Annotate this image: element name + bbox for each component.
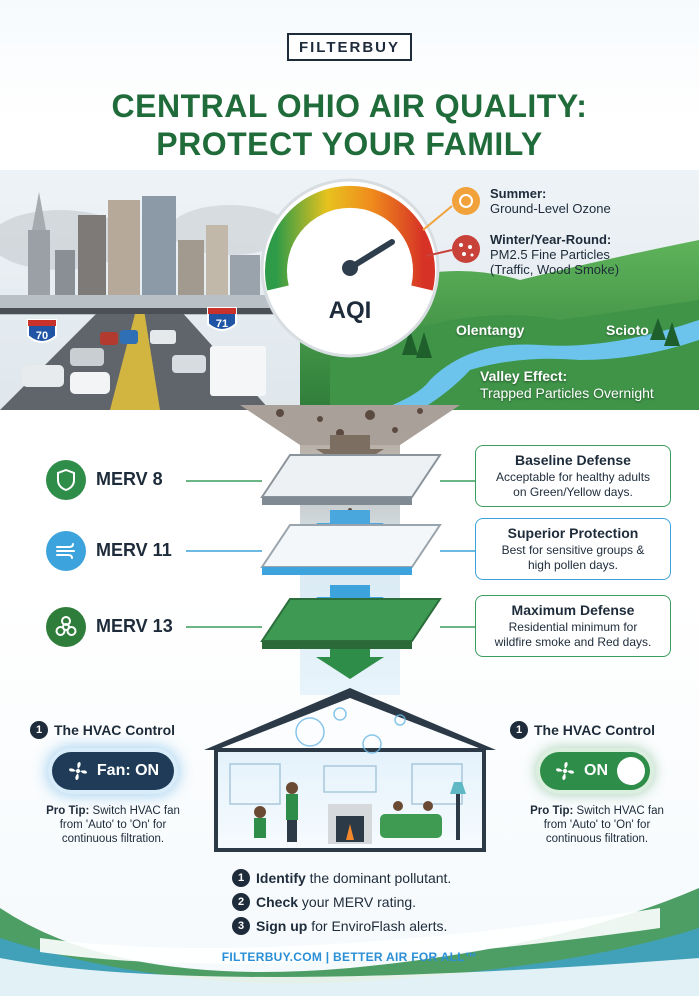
merv13-info-box: Maximum Defense Residential minimum for …	[475, 595, 671, 657]
fan-icon	[68, 762, 87, 780]
step-2-bold: Check	[256, 894, 299, 910]
hvac-left-number: 1	[30, 721, 48, 739]
step-signup: 3 Sign up for EnviroFlash alerts.	[232, 917, 447, 935]
pro-tip-right-line2: from 'Auto' to 'On' for	[543, 819, 651, 831]
merv8-filter-panel	[260, 454, 442, 505]
merv8-info-box: Baseline Defense Acceptable for healthy …	[475, 445, 671, 507]
merv11-filter-panel	[260, 524, 442, 575]
city-scene: 70 71 AQI	[0, 170, 699, 410]
aqi-gauge: AQI	[260, 178, 440, 358]
pro-tip-left-line1: Switch HVAC fan	[89, 805, 180, 817]
fan-on-label: Fan: ON	[96, 762, 160, 779]
step-3-bold: Sign up	[256, 918, 308, 934]
step-1-bold: Identify	[256, 870, 306, 886]
river-olentangy: Olentangy	[456, 322, 525, 338]
house-illustration	[204, 688, 496, 852]
merv11-heading: Superior Protection	[507, 525, 639, 541]
winter-pollutant: Winter/Year-Round: PM2.5 Fine Particles …	[490, 232, 619, 277]
merv13-desc-line1: Residential minimum for	[508, 620, 638, 634]
sun-ozone-icon	[452, 187, 480, 215]
step-1-number: 1	[232, 869, 250, 887]
winter-title: Winter/Year-Round:	[490, 232, 612, 247]
step-3-text: for EnviroFlash alerts.	[307, 918, 448, 934]
fan-icon	[556, 762, 574, 780]
fan-toggle-switch[interactable]: ON	[540, 752, 650, 790]
pro-tip-left: Pro Tip: Switch HVAC fan from 'Auto' to …	[38, 804, 188, 846]
step-1-text: the dominant pollutant.	[305, 870, 452, 886]
footer-wave	[0, 888, 699, 996]
summer-desc: Ground-Level Ozone	[490, 201, 611, 216]
step-check: 2 Check your MERV rating.	[232, 893, 416, 911]
summer-title: Summer:	[490, 186, 547, 201]
river-scioto: Scioto	[606, 322, 649, 338]
toggle-knob[interactable]	[617, 757, 645, 785]
wind-icon	[46, 531, 86, 571]
merv8-label: MERV 8	[96, 469, 163, 489]
merv11-info-box: Superior Protection Best for sensitive g…	[475, 518, 671, 580]
merv13-label: MERV 13	[96, 616, 173, 636]
merv8-desc-line2: on Green/Yellow days.	[513, 485, 633, 499]
merv8-desc-line1: Acceptable for healthy adults	[495, 470, 651, 484]
pro-tip-right: Pro Tip: Switch HVAC fan from 'Auto' to …	[522, 804, 672, 846]
footer-tagline[interactable]: FILTERBUY.COM | BETTER AIR FOR ALL™	[221, 950, 478, 964]
valley-title: Valley Effect:	[480, 368, 568, 384]
particles-icon	[452, 235, 480, 263]
filter-stack	[186, 405, 475, 695]
toggle-on-label: ON	[584, 762, 608, 779]
pro-tip-left-label: Pro Tip:	[46, 805, 90, 817]
hvac-left-title: 1 The HVAC Control	[30, 721, 175, 739]
pro-tip-left-line2: from 'Auto' to 'On' for	[59, 819, 167, 831]
biohazard-icon	[46, 607, 86, 647]
step-3-number: 3	[232, 917, 250, 935]
svg-text:71: 71	[216, 318, 228, 330]
merv11-desc-line1: Best for sensitive groups &	[501, 543, 645, 557]
merv11-desc-line2: high pollen days.	[527, 558, 619, 572]
merv13-desc-line2: wildfire smoke and Red days.	[494, 635, 652, 649]
hvac-left-title-text: The HVAC Control	[54, 722, 176, 738]
winter-desc-line2: (Traffic, Wood Smoke)	[490, 262, 620, 277]
pro-tip-right-label: Pro Tip:	[530, 805, 574, 817]
winter-desc-line1: PM2.5 Fine Particles	[490, 247, 610, 262]
valley-desc: Trapped Particles Overnight	[480, 385, 654, 401]
hvac-right-number: 1	[510, 721, 528, 739]
svg-text:70: 70	[36, 330, 48, 342]
merv11-label: MERV 11	[96, 540, 172, 560]
fan-on-button[interactable]: Fan: ON	[52, 752, 174, 790]
page-title-line2: PROTECT YOUR FAMILY	[156, 126, 543, 162]
merv13-filter-panel	[260, 598, 442, 649]
pro-tip-right-line1: Switch HVAC fan	[573, 805, 664, 817]
step-identify: 1 Identify the dominant pollutant.	[232, 869, 451, 887]
valley-effect: Valley Effect: Trapped Particles Overnig…	[480, 368, 654, 402]
interstate-70-sign: 70	[27, 319, 57, 343]
summer-pollutant: Summer: Ground-Level Ozone	[490, 186, 611, 216]
shield-icon	[46, 460, 86, 500]
city-illustration: 70 71 AQI	[0, 170, 699, 410]
pro-tip-left-line3: continuous filtration.	[61, 833, 165, 845]
hvac-right-title: 1 The HVAC Control	[510, 721, 655, 739]
page-title-line1: CENTRAL OHIO AIR QUALITY:	[111, 88, 588, 124]
pro-tip-right-line3: continuous filtration.	[545, 833, 649, 845]
merv8-heading: Baseline Defense	[515, 452, 631, 468]
svg-text:AQI: AQI	[329, 297, 372, 324]
hvac-right-title-text: The HVAC Control	[534, 722, 656, 738]
merv13-heading: Maximum Defense	[511, 602, 635, 618]
step-2-text: your MERV rating.	[298, 894, 417, 910]
filterbuy-logo[interactable]: FILTERBUY	[287, 33, 412, 61]
step-2-number: 2	[232, 893, 250, 911]
interstate-71-sign: 71	[207, 307, 237, 331]
